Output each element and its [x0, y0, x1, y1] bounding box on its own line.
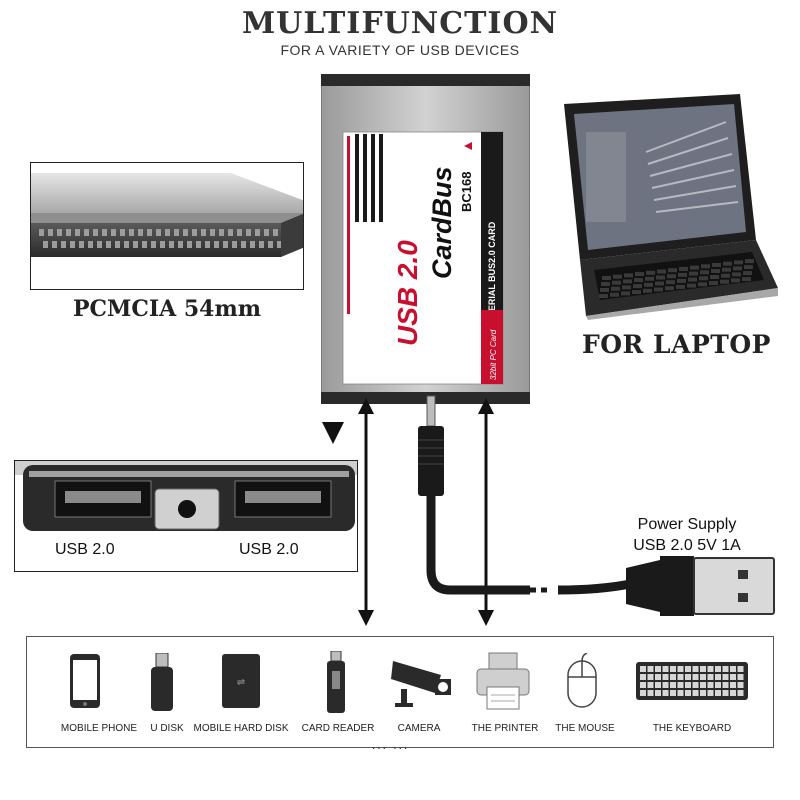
power-supply-label: Power Supply USB 2.0 5V 1A	[612, 514, 762, 556]
device-u-disk	[147, 637, 177, 749]
device-label: CARD READER	[301, 723, 375, 734]
device-label: CAMERA	[397, 723, 441, 734]
device-printer	[475, 637, 531, 749]
device-label: MOBILE PHONE	[60, 723, 138, 734]
dc-plug-icon	[418, 426, 444, 496]
laptop-image	[556, 92, 778, 320]
laptop-label: FOR LAPTOP	[582, 330, 771, 359]
power-supply-line2: USB 2.0 5V 1A	[633, 537, 741, 554]
arrow-down-icon	[358, 610, 374, 626]
device-camera	[391, 637, 451, 749]
device-keyboard	[635, 637, 749, 749]
page-title: MULTIFUNCTION	[241, 6, 559, 41]
keyboard-icon	[636, 662, 748, 700]
device-mobile-phone	[65, 637, 105, 749]
usb-ports-image	[15, 461, 357, 531]
device-label: THE KEYBOARD	[652, 723, 732, 734]
hard-disk-icon: ⇌	[222, 654, 260, 708]
arrow-up-icon	[358, 398, 374, 414]
usb-a-plug-icon	[626, 560, 660, 612]
pcmcia-connector-image	[31, 173, 303, 257]
device-mouse	[565, 637, 599, 749]
device-card-reader	[325, 637, 345, 749]
arrow-up-icon	[478, 398, 494, 414]
device-label: THE MOUSE	[555, 723, 615, 734]
cable	[426, 496, 530, 595]
more-devices-ellipsis: ... ...	[372, 738, 410, 752]
connection-diagram	[322, 395, 775, 626]
cardbus-card: UNI VERSAL SERIAL BUS2.0 CARD 32bit PC C…	[320, 73, 531, 404]
device-mobile-hard-disk: ⇌	[221, 637, 261, 749]
usb-ports-inset: USB 2.0 USB 2.0	[14, 460, 358, 572]
mouse-icon	[567, 653, 597, 708]
pcmcia-connector-inset	[30, 162, 304, 290]
model-arrow-icon	[464, 142, 472, 150]
supported-devices-panel: ⇌	[26, 636, 774, 748]
dc-jack-icon	[178, 500, 196, 518]
cardbus-card-image: UNI VERSAL SERIAL BUS2.0 CARD 32bit PC C…	[320, 73, 531, 404]
card-model: BC168	[459, 172, 474, 212]
mobile-phone-icon	[70, 654, 100, 708]
down-triangle-icon	[322, 422, 344, 444]
laptop-icon	[564, 94, 778, 320]
device-label: THE PRINTER	[471, 723, 539, 734]
page-subtitle: FOR A VARIETY OF USB DEVICES	[280, 42, 520, 58]
u-disk-icon	[151, 653, 173, 711]
device-label: U DISK	[150, 723, 184, 734]
card-bit-text: 32bit PC Card	[489, 329, 498, 380]
arrow-down-icon	[478, 610, 494, 626]
card-brand: CardBus	[427, 166, 457, 279]
svg-text:⇌: ⇌	[237, 677, 245, 688]
card-usb-text: USB 2.0	[392, 240, 423, 346]
card-reader-icon	[327, 651, 345, 713]
card-serial-text: UNI VERSAL SERIAL BUS2.0 CARD	[487, 221, 497, 374]
usb-port-left-label: USB 2.0	[55, 541, 115, 558]
camera-icon	[391, 661, 451, 707]
power-supply-line1: Power Supply	[637, 516, 737, 533]
device-label: MOBILE HARD DISK	[193, 723, 289, 734]
usb-port-right-label: USB 2.0	[239, 541, 299, 558]
printer-icon	[476, 652, 530, 710]
pcmcia-label: PCMCIA 54mm	[72, 296, 262, 322]
